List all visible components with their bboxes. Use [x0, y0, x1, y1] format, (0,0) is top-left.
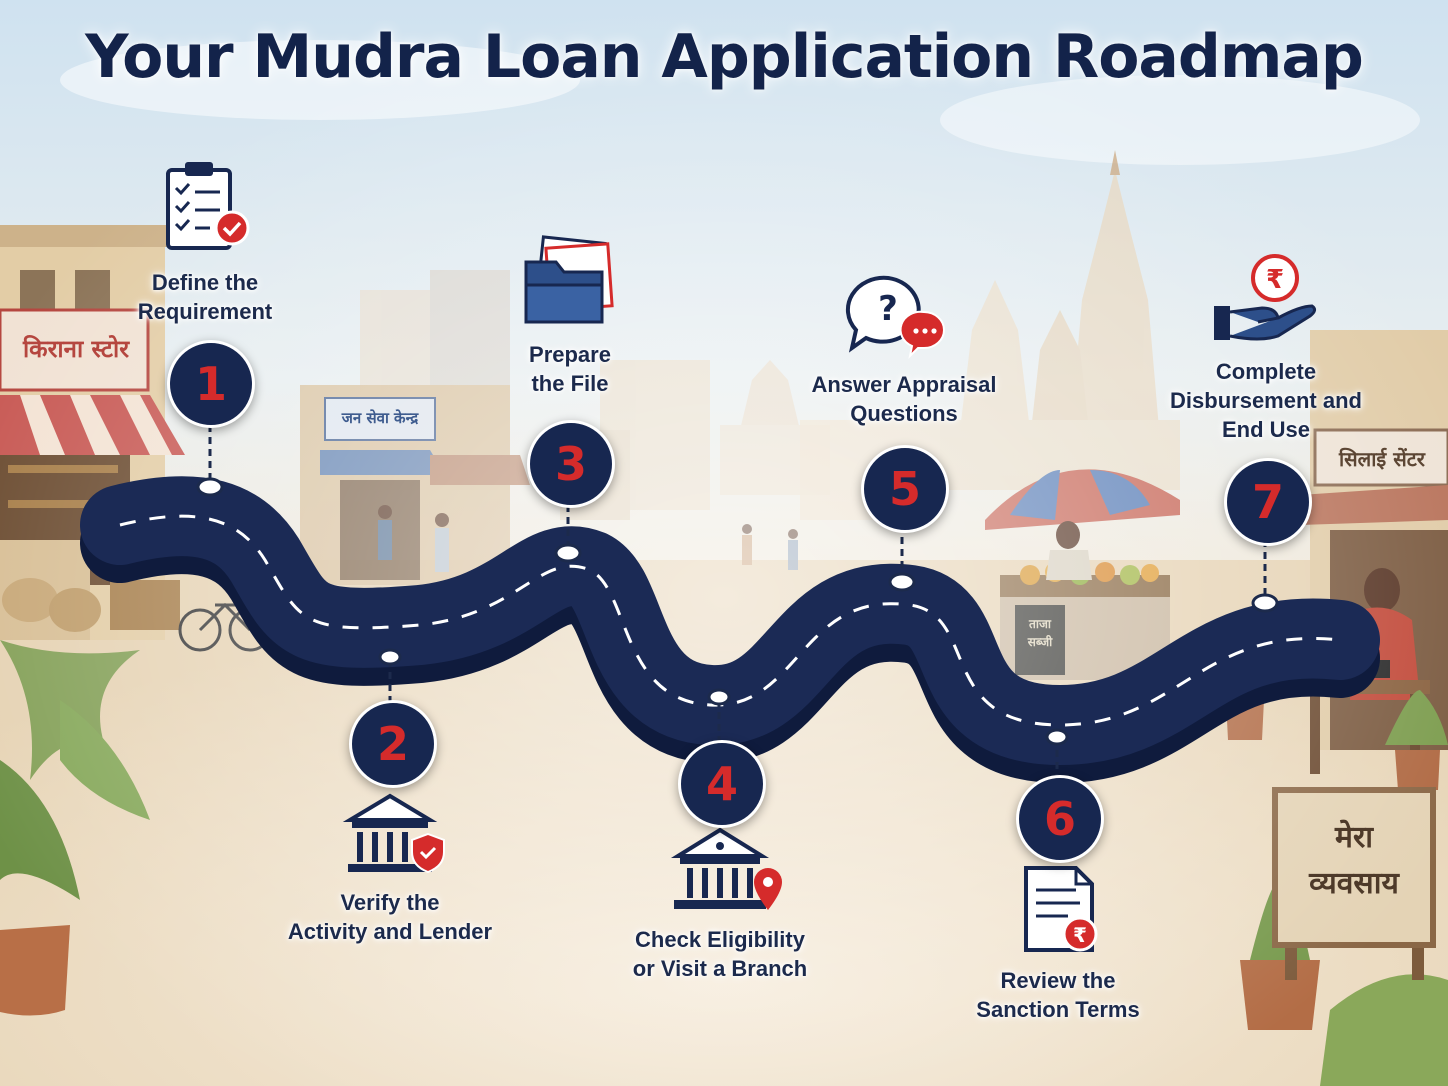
step-2-label-line: Verify the	[340, 890, 440, 915]
step-3-label-line: Prepare	[529, 342, 611, 367]
step-7-label: Complete Disbursement and End Use	[1146, 357, 1386, 444]
step-6-badge: 6	[1016, 775, 1104, 863]
stall-chalkboard: ताजा सब्जी	[1016, 615, 1064, 651]
mera-vyavsay-sign: मेरा व्यवसाय	[1280, 815, 1428, 907]
svg-text:₹: ₹	[1073, 923, 1087, 947]
bank-location-icon	[670, 827, 782, 910]
page-title: Your Mudra Loan Application Roadmap	[85, 22, 1364, 92]
silai-sign: सिलाई सेंटर	[1338, 447, 1425, 471]
rupee-hand-icon: ₹	[1214, 254, 1317, 341]
step-5-badge: 5	[861, 445, 949, 533]
folder-documents-icon	[524, 235, 614, 324]
stall-chalkboard-line1: ताजा	[1029, 617, 1051, 631]
step-7-label-line: Complete	[1215, 359, 1317, 384]
step-4-label-line: Check Eligibility	[635, 927, 805, 952]
stall-chalkboard-line2: सब्जी	[1027, 635, 1053, 649]
step-7-badge: 7	[1224, 458, 1312, 546]
step-4-label: Check Eligibility or Visit a Branch	[600, 925, 840, 983]
road-markers	[196, 477, 1279, 746]
step-6-label: Review the Sanction Terms	[938, 966, 1178, 1024]
step-4-badge: 4	[678, 740, 766, 828]
svg-text:?: ?	[878, 289, 898, 329]
step-7-label-line: End Use	[1221, 417, 1311, 442]
step-3-badge: 3	[527, 420, 615, 508]
step-2-badge: 2	[349, 700, 437, 788]
step-2-label: Verify the Activity and Lender	[270, 888, 510, 946]
step-4-label-line: or Visit a Branch	[632, 956, 808, 981]
step-3-label: Prepare the File	[450, 340, 690, 398]
bank-shield-icon	[342, 793, 445, 874]
step-6-label-line: Sanction Terms	[976, 997, 1140, 1022]
step-7-label-line: Disbursement and	[1170, 388, 1362, 413]
question-chat-icon: ?	[845, 275, 945, 360]
mera-line: मेरा	[1335, 820, 1373, 855]
step-5-label-line: Answer Appraisal	[811, 372, 997, 397]
kirana-sign: किराना स्टोर	[22, 335, 130, 363]
step-6-label-line: Review the	[1000, 968, 1116, 993]
rupee-document-icon: ₹	[1024, 866, 1098, 952]
step-1-label-line: Requirement	[137, 299, 273, 324]
step-5-label-line: Questions	[850, 401, 958, 426]
step-1-label-line: Define the	[151, 270, 259, 295]
svg-text:₹: ₹	[1266, 265, 1284, 295]
clipboard-checklist-icon	[166, 162, 250, 250]
step-3-label-line: the File	[531, 371, 609, 396]
step-1-badge: 1	[167, 340, 255, 428]
step-1-label: Define the Requirement	[85, 268, 325, 326]
step-5-label: Answer Appraisal Questions	[784, 370, 1024, 428]
step-2-label-line: Activity and Lender	[287, 919, 493, 944]
vyavsay-line: व्यवसाय	[1309, 866, 1399, 901]
jan-seva-sign: जन सेवा केन्द्र	[341, 409, 419, 427]
